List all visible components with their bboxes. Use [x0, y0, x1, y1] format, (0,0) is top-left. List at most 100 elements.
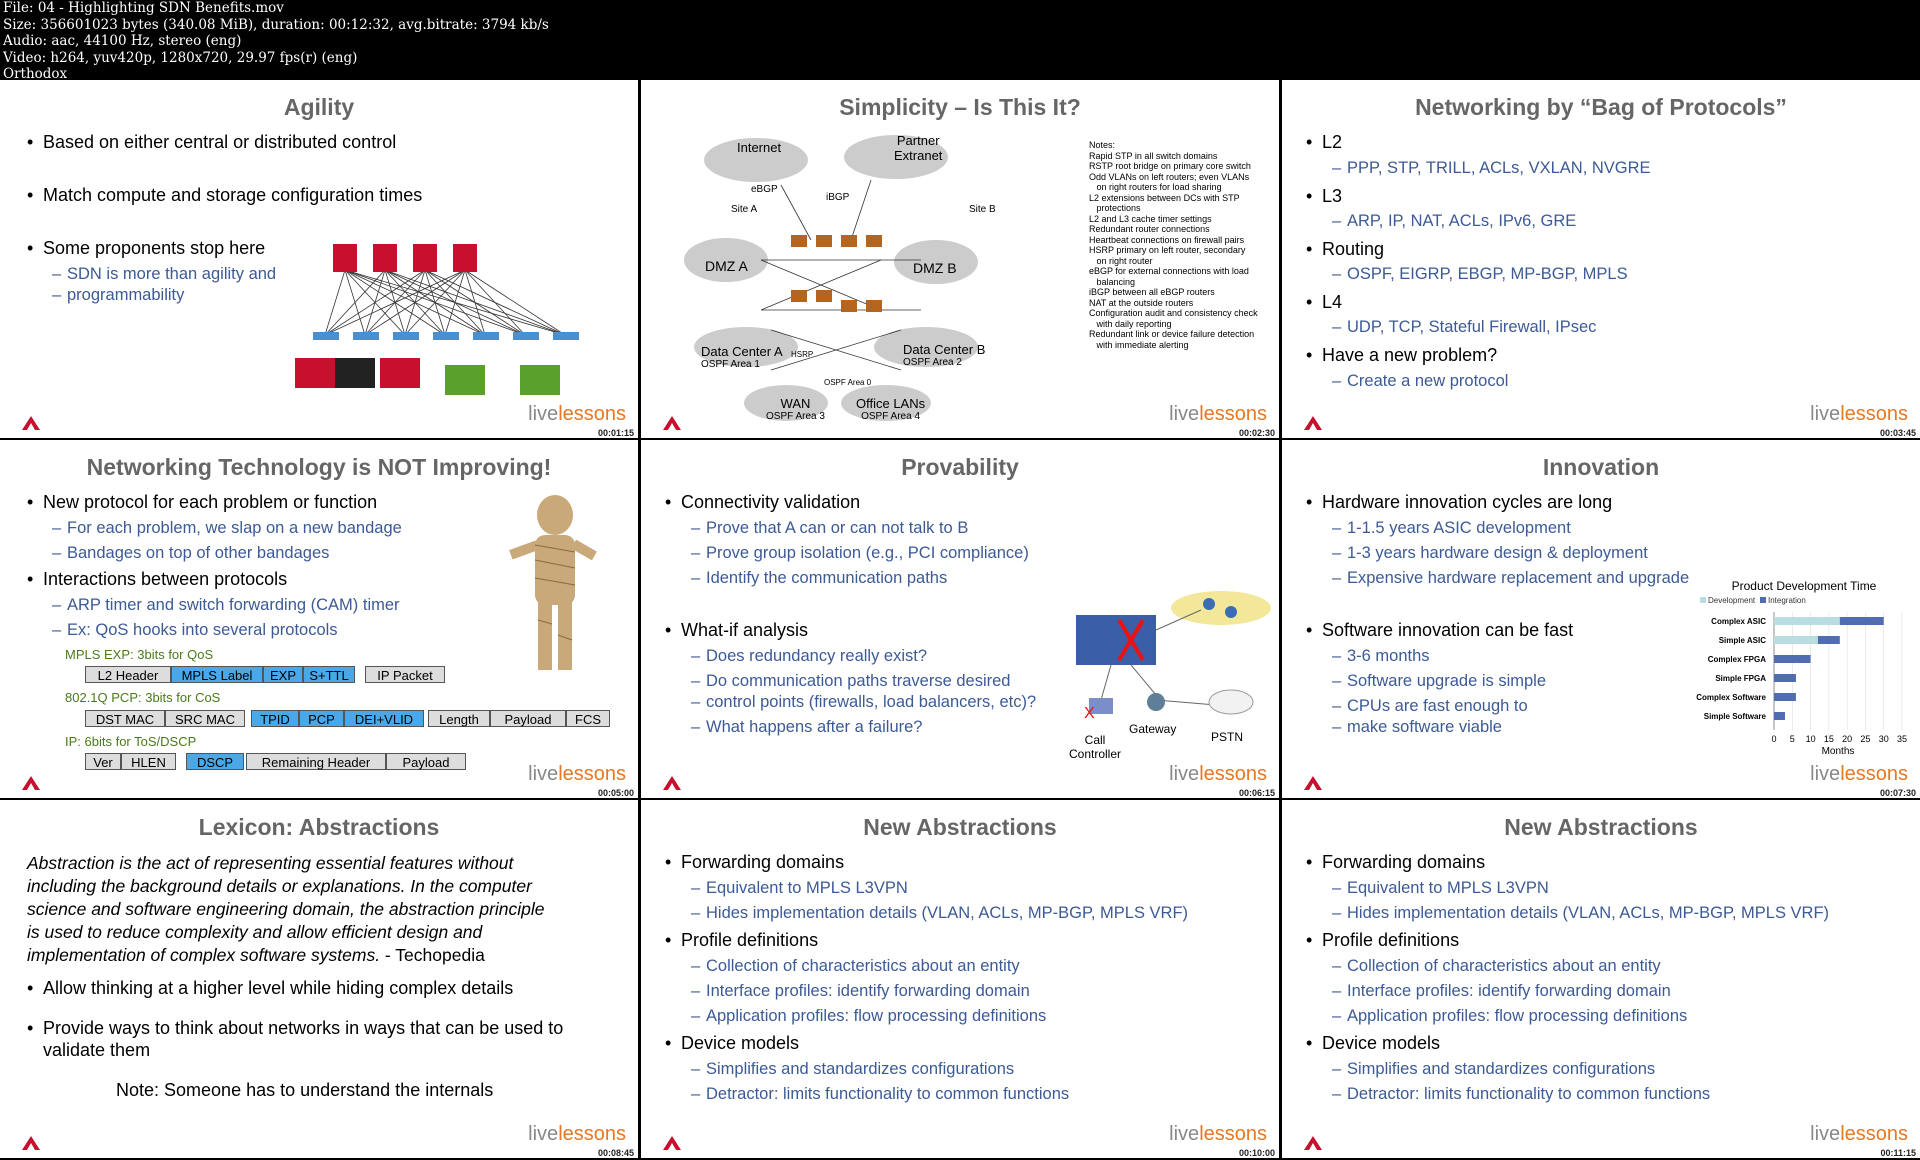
field-payload-2: Payload	[386, 753, 466, 770]
category-label: Simple Software	[1704, 712, 1767, 721]
quote-source: - Techopedia	[380, 945, 485, 965]
x-tick-label: 25	[1860, 734, 1870, 744]
network-topology-diagram	[684, 135, 978, 421]
audio-info: Audio: aac, 44100 Hz, stereo (eng)	[3, 33, 242, 49]
thumbnail-networking-technology[interactable]: Networking Technology is NOT Improving! …	[0, 440, 638, 798]
sub-bullet: Application profiles: flow processing de…	[1332, 1007, 1687, 1026]
field-remaining-header: Remaining Header	[246, 753, 386, 770]
note-line: L2 and L3 cache timer settings	[1089, 213, 1212, 224]
sub-bullet: Interface profiles: identify forwarding …	[1332, 982, 1671, 1001]
sub-bullet-cont: make software viable	[1332, 718, 1502, 737]
legend-swatch-integration	[1760, 597, 1766, 603]
sub-bullet: PPP, STP, TRILL, ACLs, VXLAN, NVGRE	[1332, 159, 1651, 178]
failure-x-mark: X	[1084, 705, 1095, 722]
note-line: with immediate alerting	[1089, 339, 1189, 350]
thumbnail-lexicon[interactable]: Lexicon: Abstractions Abstraction is the…	[0, 800, 638, 1158]
label-gateway: Gateway	[1129, 722, 1177, 736]
note-line: protections	[1089, 203, 1141, 213]
sub-bullet: Does redundancy really exist?	[691, 647, 927, 666]
label-pstn: PSTN	[1211, 730, 1244, 744]
sub-bullet: Hides implementation details (VLAN, ACLs…	[691, 904, 1188, 923]
bar-development	[1774, 617, 1840, 625]
sub-bullet: Ex: QoS hooks into several protocols	[52, 621, 338, 640]
slide-title: Provability	[901, 454, 1019, 480]
bar-integration	[1817, 636, 1840, 644]
thumbnail-new-abstractions-2[interactable]: New Abstractions Forwarding domains Equi…	[1282, 800, 1920, 1158]
sub-bullet: Equivalent to MPLS L3VPN	[691, 879, 908, 898]
x-tick-label: 30	[1879, 734, 1889, 744]
x-tick-label: 10	[1806, 734, 1816, 744]
bar-integration	[1774, 693, 1796, 701]
sub-bullet: Equivalent to MPLS L3VPN	[1332, 879, 1549, 898]
bullet: Forwarding domains	[1306, 852, 1485, 873]
header-label: Orthodox	[3, 66, 68, 82]
sub-bullet: OSPF, EIGRP, EBGP, MP-BGP, MPLS	[1332, 265, 1628, 284]
field-ver: Ver	[85, 753, 121, 770]
slide-title: New Abstractions	[1504, 814, 1698, 840]
timestamp: 00:07:30	[1879, 788, 1916, 798]
bar-development	[1774, 636, 1818, 644]
x-tick-label: 20	[1842, 734, 1852, 744]
slide-title: Lexicon: Abstractions	[198, 814, 440, 840]
bar-integration	[1774, 655, 1811, 663]
bullet: Software innovation can be fast	[1306, 620, 1573, 641]
mummy-illustration	[509, 495, 597, 670]
field-src-mac: SRC MAC	[165, 710, 245, 727]
thumbnail-innovation[interactable]: Innovation Hardware innovation cycles ar…	[1282, 440, 1920, 798]
livelessons-logo: livelessons	[528, 1123, 626, 1145]
bullet: Connectivity validation	[665, 492, 860, 513]
brand-icon	[22, 776, 40, 790]
timestamp: 00:02:30	[1238, 428, 1275, 438]
livelessons-logo: livelessons	[1169, 403, 1267, 425]
category-label: Simple ASIC	[1719, 636, 1766, 645]
sub-bullet: What happens after a failure?	[691, 718, 923, 737]
thumbnail-bag-of-protocols[interactable]: Networking by “Bag of Protocols” L2 PPP,…	[1282, 80, 1920, 438]
sub-bullet: Bandages on top of other bandages	[52, 544, 329, 563]
field-tpid: TPID	[251, 710, 299, 727]
timestamp: 00:01:15	[597, 428, 634, 438]
thumbnail-new-abstractions[interactable]: New Abstractions Forwarding domains Equi…	[641, 800, 1279, 1158]
chart-title: Product Development Time	[1732, 579, 1877, 593]
sub-bullet: Software upgrade is simple	[1332, 672, 1546, 691]
sub-bullet: Application profiles: flow processing de…	[691, 1007, 1046, 1026]
brand-icon	[663, 776, 681, 790]
bar-integration	[1774, 712, 1785, 720]
legend-label-integration: Integration	[1768, 596, 1806, 605]
note-line: on right routers for load sharing	[1089, 182, 1222, 192]
bullet: L3	[1306, 186, 1342, 207]
label-site-a: Site A	[731, 204, 758, 215]
x-tick-label: 15	[1824, 734, 1834, 744]
file-info-header: File: 04 - Highlighting SDN Benefits.mov…	[0, 0, 1920, 82]
video-info: Video: h264, yuv420p, 1280x720, 29.97 fp…	[3, 49, 358, 66]
sub-bullet: 3-6 months	[1332, 647, 1429, 666]
sub-bullet: Simplifies and standardizes configuratio…	[1332, 1060, 1655, 1079]
bullet-cont: validate them	[43, 1040, 151, 1060]
field-dst-mac: DST MAC	[85, 710, 165, 727]
note-text: Note: Someone has to understand the inte…	[116, 1080, 494, 1100]
brand-icon	[1304, 416, 1322, 430]
cloud-internet: Internet	[737, 140, 782, 155]
livelessons-logo: livelessons	[1810, 403, 1908, 425]
thumbnail-simplicity[interactable]: Simplicity – Is This It? Internet Partne…	[641, 80, 1279, 438]
thumbnail-provability[interactable]: Provability Connectivity validation Prov…	[641, 440, 1279, 798]
brand-icon	[663, 416, 681, 430]
label-ip-dscp: IP: 6bits for ToS/DSCP	[65, 734, 197, 749]
thumbnail-agility[interactable]: Agility Based on either central or distr…	[0, 80, 638, 438]
note-line: Rapid STP in all switch domains	[1089, 150, 1218, 161]
bullet: Allow thinking at a higher level while h…	[27, 978, 513, 999]
bullet: L4	[1306, 292, 1342, 313]
field-dei-vlid: DEI+VLID	[344, 710, 424, 727]
sub-bullet: Detractor: limits functionality to commo…	[1332, 1085, 1710, 1104]
sub-bullet: Create a new protocol	[1332, 372, 1508, 391]
bullet: Device models	[665, 1033, 799, 1054]
note-line: HSRP primary on left router, secondary	[1089, 245, 1246, 255]
label-ibgp: iBGP	[826, 192, 850, 203]
sub-bullet: Do communication paths traverse desired	[691, 672, 1011, 691]
category-label: Complex ASIC	[1711, 617, 1766, 626]
field-hlen: HLEN	[121, 753, 176, 770]
file-size: Size: 356601023 bytes (340.08 MiB), dura…	[3, 16, 549, 33]
bullet: New protocol for each problem or functio…	[27, 492, 377, 513]
